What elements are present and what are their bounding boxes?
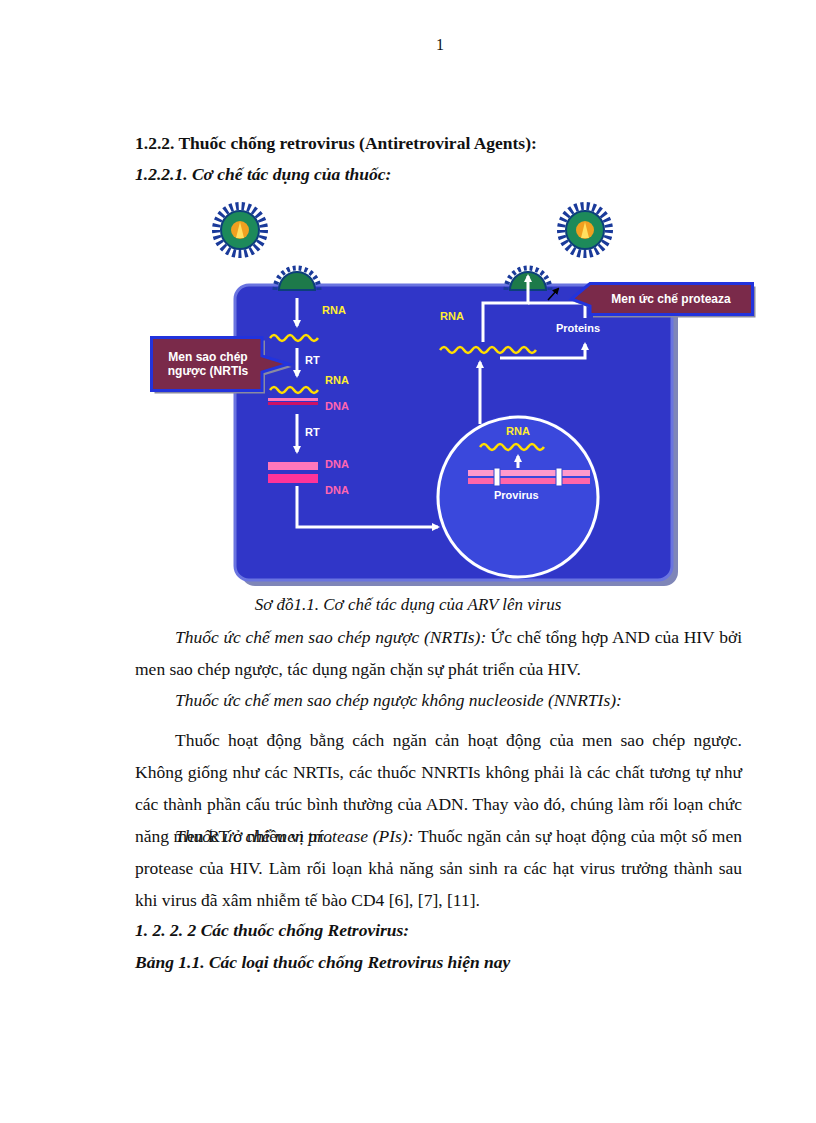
table-title: Bảng 1.1. Các loại thuốc chống Retroviru… [135,952,510,973]
rt-label: RT [305,354,320,366]
callout-arrow: Men sao chép ngược (NRTIs [150,336,290,392]
callout-text: Men sao chép ngược (NRTIs [158,350,258,378]
body-paragraph: Thuốc ức chế men sao chép ngược không nu… [135,684,742,716]
figure-caption: Sơ đồ1.1. Cơ chế tác dụng của ARV lên vi… [0,595,816,615]
dna-label: DNA [325,484,349,496]
dna-label: DNA [325,400,349,412]
virus-icon [561,206,609,254]
subsection-heading: 1. 2. 2. 2 Các thuốc chống Retrovirus: [135,920,409,941]
nucleus-circle: RNA Provirus [436,415,600,579]
drug-class-term: Thuốc ức chế men sao chép ngược (NRTIs): [175,627,486,647]
section-subheading: 1.2.2.1. Cơ chế tác dụng của thuốc: [135,164,391,185]
page-number: 1 [436,36,444,54]
budding-virus [275,268,319,290]
rna-label: RNA [325,374,349,386]
drug-class-term: Thuốc ức chế men protease (PIs): [175,826,414,846]
dna-label: DNA [325,458,349,470]
virus-icon [216,206,264,254]
body-paragraph: Thuốc ức chế men protease (PIs):Thuốc ng… [135,820,742,916]
drug-class-term: Thuốc ức chế men sao chép ngược không nu… [175,690,622,710]
rna-label: RNA [440,310,464,322]
rt-label: RT [305,426,320,438]
callout-text: Men ức chế proteaza [596,292,746,306]
cell-body [235,285,672,580]
section-heading: 1.2.2. Thuốc chống retrovirus (Antiretro… [135,133,537,154]
leader-arrow [548,289,558,300]
nucleus-fill [436,415,600,579]
rna-strand [270,335,544,450]
callout-arrow: Men ức chế proteaza [570,282,754,316]
pathway-arrows [297,276,585,527]
rna-label: RNA [506,425,530,437]
provirus-label: Provirus [494,489,539,501]
proteins-label: Proteins [556,322,600,334]
body-paragraph: Thuốc ức chế men sao chép ngược (NRTIs):… [135,621,742,685]
rna-label: RNA [322,304,346,316]
dna-strand [268,398,590,486]
